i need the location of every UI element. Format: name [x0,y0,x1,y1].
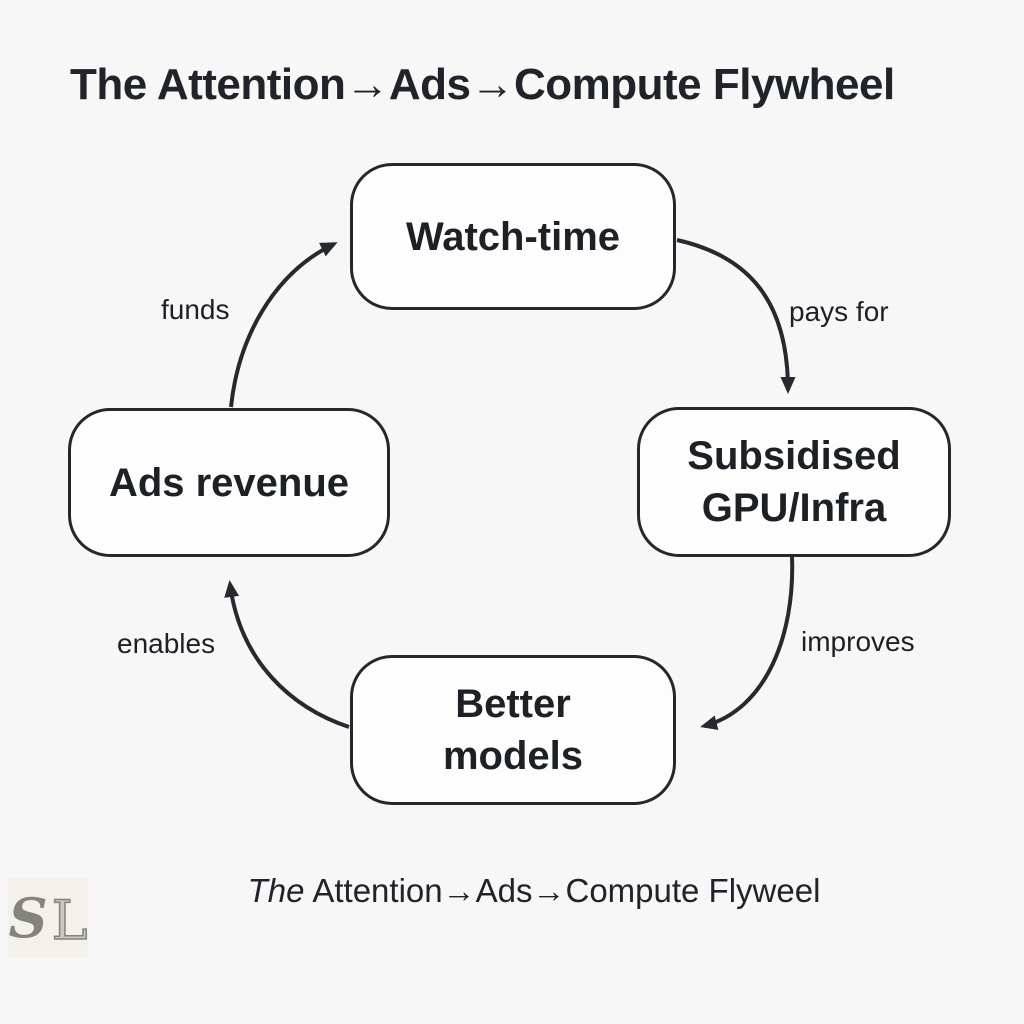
sl-logo: S L [8,878,88,958]
node-subsidised-label-line2: GPU/Infra [701,486,887,530]
edge-label-enables: enables [117,628,216,659]
edge-label-pays-for: pays for [789,296,889,327]
edge-enables-arrow [224,580,350,729]
node-ads-revenue: Ads revenue [68,408,390,557]
edge-improves-arrow [700,556,795,730]
edge-pays-for-arrow [676,238,796,394]
logo-letter-l: L [51,889,88,952]
node-ads-revenue-label: Ads revenue [108,460,350,505]
caption-lead-word: The [247,872,305,909]
logo-letter-s: S [8,886,48,950]
node-watch-time: Watch-time [350,163,676,310]
node-better-models-label-line1: Better [455,682,571,726]
node-subsidised-gpu-infra: Subsidised GPU/Infra [637,407,951,557]
node-subsidised-label-line1: Subsidised [687,434,901,478]
diagram-title: The Attention→Ads→Compute Flywheel [70,60,895,109]
edge-funds-arrow [229,242,338,408]
edge-label-funds: funds [161,294,230,325]
node-better-models-label-line2: models [442,734,584,778]
node-watch-time-label: Watch-time [405,214,621,259]
caption-rest: Attention→Ads→Compute Flyweel [312,872,821,909]
edge-label-improves: improves [801,626,915,657]
node-better-models: Better models [350,655,676,805]
